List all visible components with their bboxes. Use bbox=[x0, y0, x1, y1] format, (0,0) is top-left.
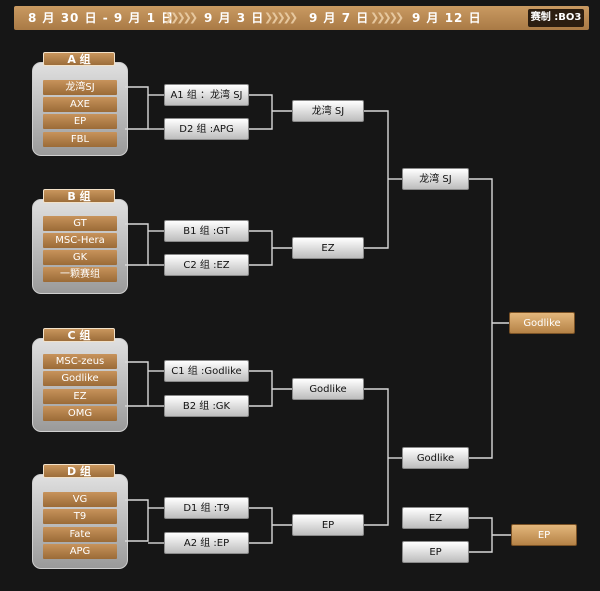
group-a-team: 龙湾SJ bbox=[43, 80, 117, 95]
chevron-right-icon: ❯❯❯❯❯ bbox=[370, 11, 404, 24]
third-place-winner-box: EP bbox=[511, 524, 577, 546]
group-b-team: GT bbox=[43, 216, 117, 231]
format-badge: 赛制 :BO3 bbox=[528, 9, 584, 27]
date-finals: 9 月 12 日 bbox=[412, 11, 482, 25]
semifinal-match-box: Godlike bbox=[402, 447, 469, 469]
round1-match-box: B2 组 :GK bbox=[164, 395, 249, 417]
date-round2: 9 月 7 日 bbox=[309, 11, 370, 25]
date-round1: 9 月 3 日 bbox=[204, 11, 265, 25]
group-c-team: OMG bbox=[43, 406, 117, 421]
chevron-right-icon: ❯❯❯❯❯ bbox=[164, 11, 198, 24]
chevron-right-icon: ❯❯❯❯❯ bbox=[264, 11, 298, 24]
group-d-team: VG bbox=[43, 492, 117, 507]
group-a-team: EP bbox=[43, 114, 117, 129]
round2-match-box: 龙湾 SJ bbox=[292, 100, 364, 122]
group-d-team: T9 bbox=[43, 509, 117, 524]
schedule-bar: 8 月 30 日 - 9 月 1 日 ❯❯❯❯❯ 9 月 3 日 ❯❯❯❯❯ 9… bbox=[14, 6, 589, 30]
semifinal-match-box: 龙湾 SJ bbox=[402, 168, 469, 190]
round2-match-box: EZ bbox=[292, 237, 364, 259]
group-a-team: AXE bbox=[43, 97, 117, 112]
round1-match-box: D2 组 :APG bbox=[164, 118, 249, 140]
round2-match-box: EP bbox=[292, 514, 364, 536]
third-place-match-box: EZ bbox=[402, 507, 469, 529]
group-d-team: Fate bbox=[43, 527, 117, 542]
round1-match-box: A2 组 :EP bbox=[164, 532, 249, 554]
round1-match-box: A1 组 ：龙湾 SJ bbox=[164, 84, 249, 106]
date-group-stage: 8 月 30 日 - 9 月 1 日 bbox=[28, 11, 175, 25]
round2-match-box: Godlike bbox=[292, 378, 364, 400]
group-c-team: Godlike bbox=[43, 371, 117, 386]
group-b-team: GK bbox=[43, 250, 117, 265]
group-d-team: APG bbox=[43, 544, 117, 559]
round1-match-box: C1 组 :Godlike bbox=[164, 360, 249, 382]
round1-match-box: D1 组 :T9 bbox=[164, 497, 249, 519]
round1-match-box: C2 组 :EZ bbox=[164, 254, 249, 276]
third-place-match-box: EP bbox=[402, 541, 469, 563]
group-c-team: MSC-zeus bbox=[43, 354, 117, 369]
group-a-team: FBL bbox=[43, 132, 117, 147]
group-b-team: MSC-Hera bbox=[43, 233, 117, 248]
group-d-title: D 组 bbox=[43, 464, 115, 478]
group-b-title: B 组 bbox=[43, 189, 115, 203]
group-c-title: C 组 bbox=[43, 328, 115, 342]
group-b-team: 一颗赛组 bbox=[43, 267, 117, 282]
round1-match-box: B1 组 :GT bbox=[164, 220, 249, 242]
champion-box: Godlike bbox=[509, 312, 575, 334]
group-a-title: A 组 bbox=[43, 52, 115, 66]
group-c-team: EZ bbox=[43, 389, 117, 404]
